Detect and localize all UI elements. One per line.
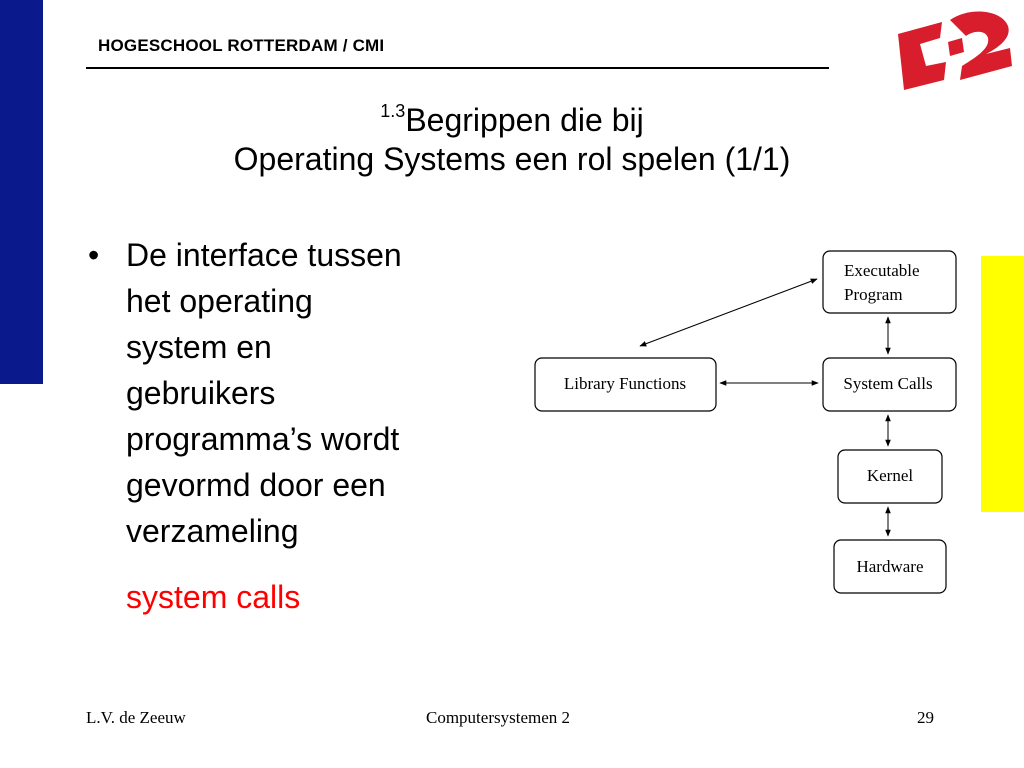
system-calls-diagram: Executable Program Library Functions Sys… <box>534 250 957 594</box>
footer-course: Computersystemen 2 <box>426 708 571 727</box>
header-divider <box>86 67 829 69</box>
executable-program-label-2: Program <box>844 285 903 304</box>
highlight-term: system calls <box>126 579 301 615</box>
bullet-line: gevormd door een <box>126 467 386 503</box>
system-calls-box <box>822 357 957 412</box>
library-functions-label: Library Functions <box>564 374 686 393</box>
right-accent-bar <box>981 256 1024 512</box>
system-calls-label: System Calls <box>843 374 932 393</box>
footer-page-number: 29 <box>917 708 934 727</box>
bullet-line: gebruikers <box>126 375 276 411</box>
executable-program-label-1: Executable <box>844 261 920 280</box>
bullet-line: system en <box>126 329 272 365</box>
bullet-line: programma’s wordt <box>126 421 400 457</box>
kernel-label: Kernel <box>867 466 914 485</box>
bullet-dot-icon: • <box>88 237 100 273</box>
bullet-line: het operating <box>126 283 313 319</box>
slide-title-line-1: 1.3Begrippen die bij <box>0 92 1024 139</box>
header-title: HOGESCHOOL ROTTERDAM / CMI <box>98 36 385 55</box>
footer-author: L.V. de Zeeuw <box>86 708 186 727</box>
library-functions-box <box>534 357 717 412</box>
hardware-box <box>833 539 947 594</box>
bullet-line: De interface tussen <box>126 237 402 273</box>
kernel-box <box>837 449 943 504</box>
slide-title-line-2: Operating Systems een rol spelen (1/1) <box>233 141 791 177</box>
executable-program-box <box>822 250 957 314</box>
left-accent-bar <box>0 0 43 384</box>
section-number: 1.3 <box>380 101 406 121</box>
bullet-line: verzameling <box>126 513 299 549</box>
school-logo <box>898 11 1012 90</box>
title-text-1: Begrippen die bij <box>405 102 644 138</box>
arrow-executable-library <box>639 278 818 347</box>
hardware-label: Hardware <box>856 557 923 576</box>
